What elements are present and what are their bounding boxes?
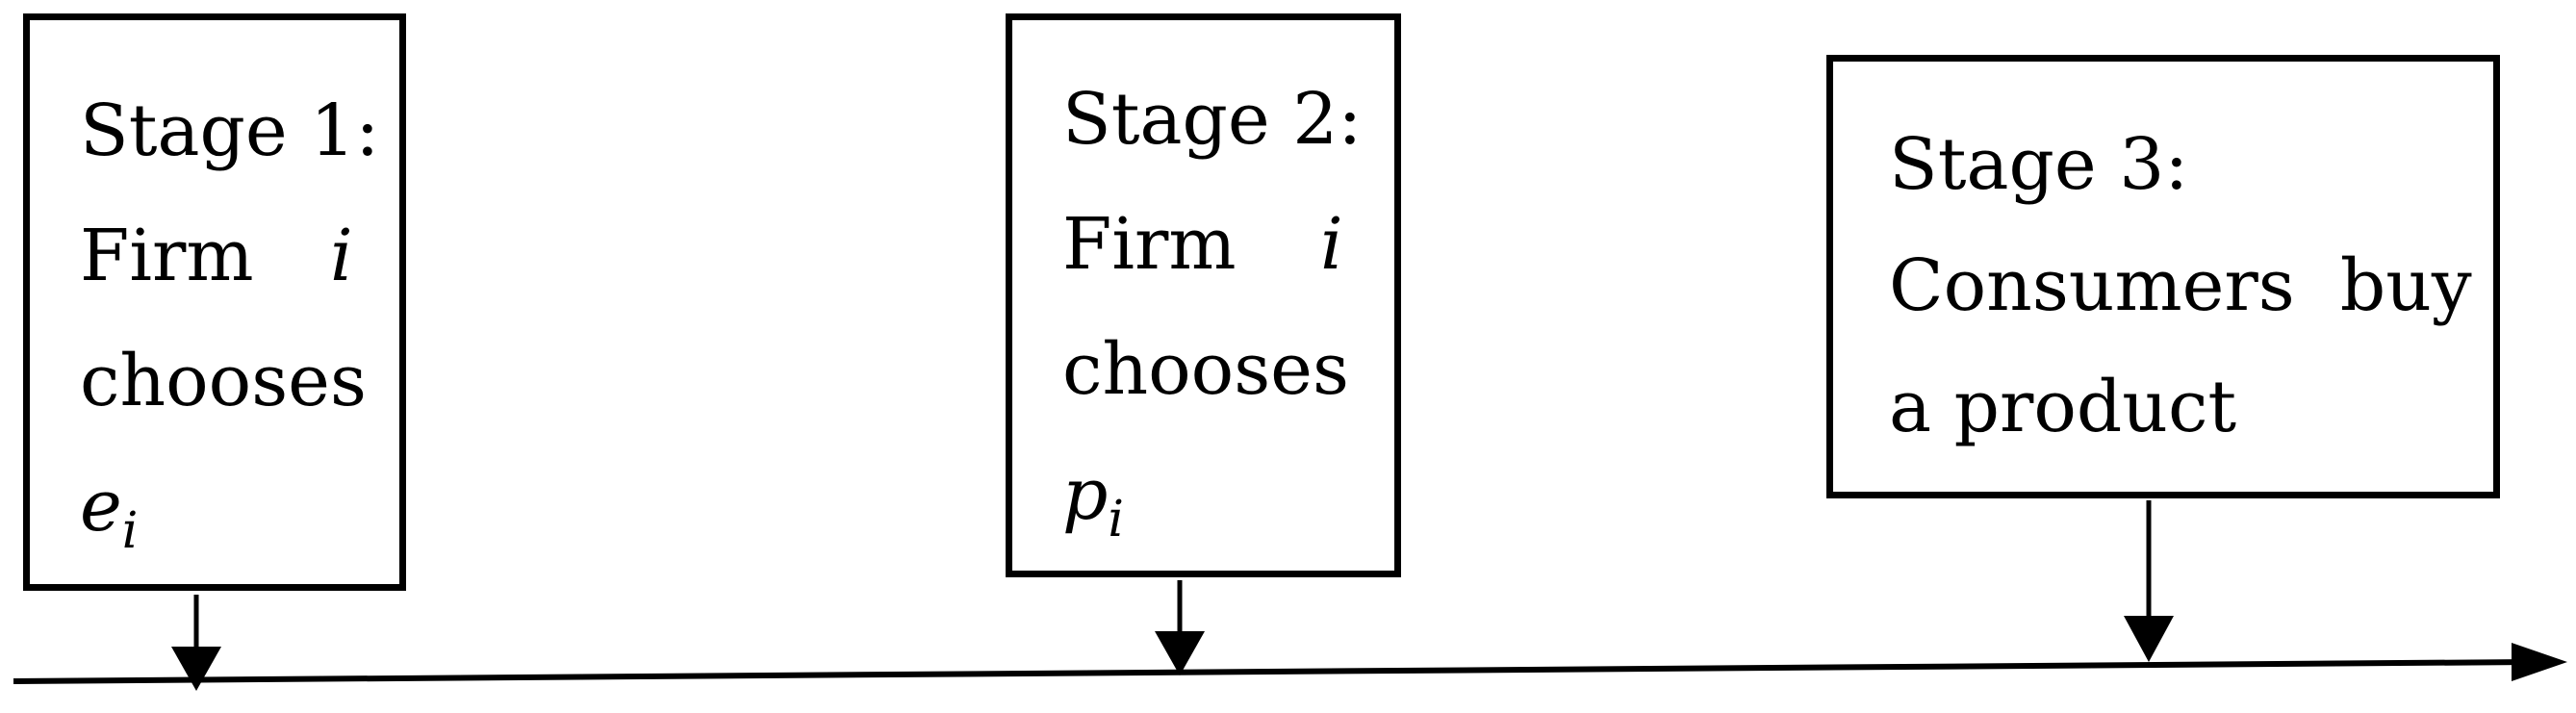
timeline-line xyxy=(13,659,2532,684)
stage-2-arrowhead xyxy=(1155,631,1205,675)
stage-1-arrowhead xyxy=(171,647,221,691)
stage-3-title: Stage 3: xyxy=(1889,123,2189,206)
stage-1-title: Stage 1: xyxy=(80,89,380,172)
stage-3-line2: Consumers buy xyxy=(1889,244,2472,327)
stage-1-box: Stage 1: Firm i chooses ei xyxy=(23,13,406,591)
stage-2-actor-var: i xyxy=(1320,203,1343,286)
stage-2-verb: chooses xyxy=(1062,328,1349,411)
stage-2-box: Stage 2: Firm i chooses pi xyxy=(1006,13,1401,577)
stage-1-choice-sub: i xyxy=(121,502,139,560)
stage-1-actor-var: i xyxy=(330,215,353,297)
stage-1-actor: Firm xyxy=(80,215,254,297)
stage-2-title: Stage 2: xyxy=(1062,78,1363,161)
stage-2-choice: pi xyxy=(1062,459,1124,545)
stage-3-line3: a product xyxy=(1889,366,2237,448)
stage-3-box: Stage 3: Consumers buy a product xyxy=(1826,55,2500,498)
stage-1-verb: chooses xyxy=(80,340,367,422)
stage-1-choice: ei xyxy=(80,471,138,556)
stage-2-choice-sub: i xyxy=(1108,491,1125,548)
stage-2-actor: Firm xyxy=(1062,203,1237,286)
stage-3-arrowhead xyxy=(2124,616,2174,662)
stage-2-choice-var: p xyxy=(1062,453,1109,536)
stage-1-choice-var: e xyxy=(80,465,122,547)
timeline-arrowhead xyxy=(2512,643,2567,681)
